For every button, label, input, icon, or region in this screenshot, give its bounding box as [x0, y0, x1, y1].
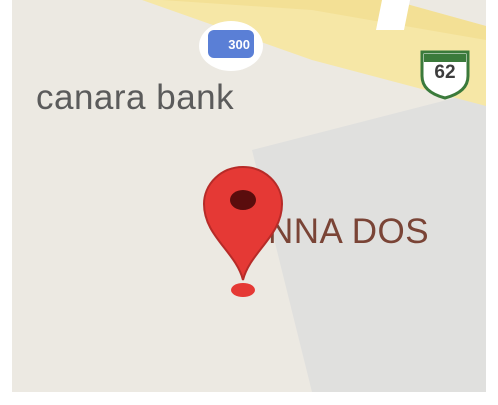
poi-label-canara-bank[interactable]: canara bank: [36, 78, 235, 117]
map-view[interactable]: 300 canara bank 62 NNA DOS: [12, 0, 486, 392]
pin-body: [202, 166, 284, 281]
route-shield-icon: 62: [416, 48, 474, 100]
place-label[interactable]: NNA DOS: [268, 212, 430, 251]
pin-base: [231, 283, 255, 297]
bank-badge: 300: [208, 30, 254, 58]
route-shield-number: 62: [434, 62, 456, 83]
bank-icon-text: 300: [228, 36, 250, 52]
building-block: [252, 90, 486, 392]
map-pin-icon[interactable]: [200, 166, 286, 302]
bank-icon[interactable]: 300: [198, 20, 264, 72]
side-road[interactable]: [376, 0, 410, 30]
pin-hole: [230, 190, 256, 210]
